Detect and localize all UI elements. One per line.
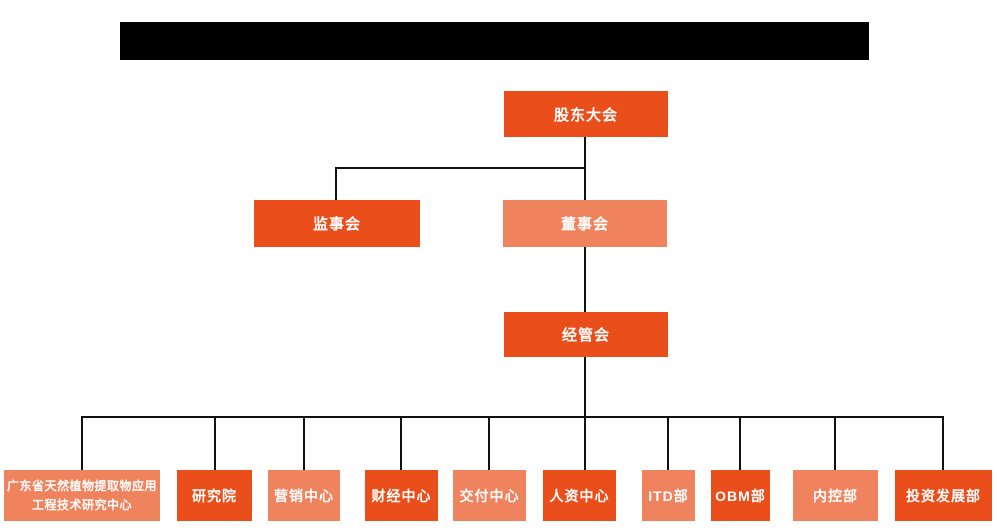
node-dept-finance-center: 财经中心 <box>365 470 438 521</box>
node-dept-research-center: 广东省天然植物提取物应用工程技术研究中心 <box>4 470 160 521</box>
connector-drop-dept-marketing <box>303 416 305 470</box>
node-dept-itd: ITD部 <box>642 470 695 521</box>
connector-branch-departments <box>81 416 943 418</box>
node-management-committee-label: 经管会 <box>561 327 610 344</box>
node-dept-marketing-center: 营销中心 <box>268 470 340 521</box>
node-dept-finance-center-label: 财经中心 <box>371 487 432 504</box>
node-dept-obm-label: OBM部 <box>715 487 766 504</box>
connector-board-to-management <box>584 247 586 312</box>
node-dept-research-center-label: 广东省天然植物提取物应用工程技术研究中心 <box>6 478 157 512</box>
connector-drop-dept-internal-control <box>834 416 836 470</box>
node-supervisory-board: 监事会 <box>254 200 420 247</box>
node-dept-hr-center: 人资中心 <box>543 470 616 521</box>
connector-drop-dept-research-center <box>81 416 83 470</box>
node-supervisory-board-label: 监事会 <box>312 216 361 233</box>
node-management-committee: 经管会 <box>504 312 668 357</box>
node-board-of-directors: 董事会 <box>503 200 667 247</box>
node-dept-obm: OBM部 <box>711 470 770 521</box>
node-dept-itd-label: ITD部 <box>648 487 689 504</box>
node-shareholders-meeting-label: 股东大会 <box>553 106 618 124</box>
node-dept-marketing-center-label: 营销中心 <box>274 487 334 504</box>
node-dept-delivery-center: 交付中心 <box>453 470 526 521</box>
connector-drop-dept-obm <box>739 416 741 470</box>
connector-drop-dept-itd <box>667 416 669 470</box>
connector-drop-dept-research-institute <box>214 416 216 470</box>
node-shareholders-meeting: 股东大会 <box>504 91 668 137</box>
node-dept-research-institute: 研究院 <box>177 470 252 521</box>
connector-drop-dept-investment <box>942 416 944 470</box>
node-dept-hr-center-label: 人资中心 <box>549 487 610 504</box>
redacted-title-bar <box>120 22 869 60</box>
node-dept-delivery-center-label: 交付中心 <box>459 487 520 504</box>
connector-drop-supervisory <box>335 167 337 200</box>
node-dept-internal-control-label: 内控部 <box>813 487 858 504</box>
connector-branch-level2 <box>335 167 586 169</box>
connector-drop-dept-finance <box>400 416 402 470</box>
node-board-of-directors-label: 董事会 <box>560 216 609 233</box>
node-dept-investment-development-label: 投资发展部 <box>906 487 981 504</box>
connector-drop-dept-delivery <box>488 416 490 470</box>
node-dept-research-institute-label: 研究院 <box>192 487 237 504</box>
node-dept-internal-control: 内控部 <box>793 470 878 521</box>
connector-management-to-departments <box>584 357 586 470</box>
node-dept-investment-development: 投资发展部 <box>895 470 992 521</box>
